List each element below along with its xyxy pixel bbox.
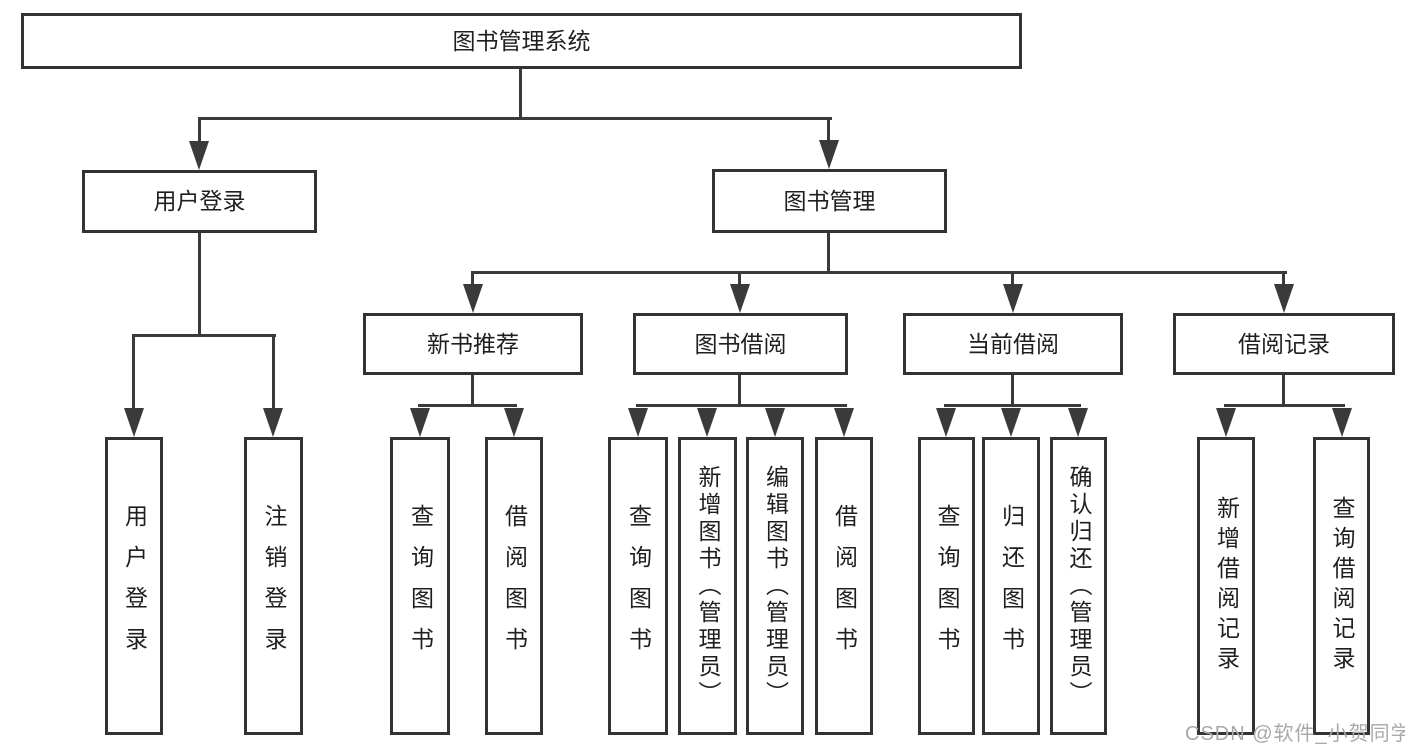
leaf-borrow-book-2: 借阅图书 — [815, 437, 873, 735]
leaf-user-login-label: 用户登录 — [121, 504, 148, 668]
connector-line — [1224, 404, 1345, 407]
arrowhead-icon — [263, 408, 283, 437]
arrowhead-icon — [936, 408, 956, 437]
arrowhead-icon — [730, 284, 750, 313]
leaf-query-book-3-label: 查询图书 — [934, 504, 960, 668]
connector-line — [636, 404, 847, 407]
node-new-book-recommend-label: 新书推荐 — [427, 330, 519, 357]
leaf-return-book: 归还图书 — [982, 437, 1040, 735]
arrowhead-icon — [819, 140, 839, 169]
leaf-borrow-book-1-label: 借阅图书 — [501, 504, 528, 668]
connector-line — [738, 273, 741, 286]
connector-line — [198, 119, 201, 143]
connector-line — [1011, 273, 1014, 286]
leaf-confirm-return-admin: 确认归还（管理员） — [1050, 437, 1107, 735]
leaf-query-book-1: 查询图书 — [390, 437, 450, 735]
arrowhead-icon — [1216, 408, 1236, 437]
arrowhead-icon — [834, 408, 854, 437]
arrowhead-icon — [189, 141, 209, 170]
node-new-book-recommend: 新书推荐 — [363, 313, 583, 375]
connector-line — [738, 375, 741, 406]
arrowhead-icon — [628, 408, 648, 437]
node-user-login: 用户登录 — [82, 170, 317, 233]
node-root-label: 图书管理系统 — [452, 27, 591, 54]
leaf-add-borrow-record: 新增借阅记录 — [1197, 437, 1255, 735]
connector-line — [1282, 375, 1285, 406]
node-book-management-label: 图书管理 — [783, 187, 876, 214]
leaf-borrow-book-1: 借阅图书 — [485, 437, 543, 735]
leaf-query-book-2: 查询图书 — [608, 437, 668, 735]
arrowhead-icon — [124, 408, 144, 437]
csdn-watermark: CSDN @软件_小贺同学 — [1185, 723, 1405, 745]
node-current-borrow-label: 当前借阅 — [967, 330, 1059, 357]
leaf-add-book-admin-label: 新增图书（管理员） — [695, 464, 721, 708]
arrowhead-icon — [1332, 408, 1352, 437]
leaf-query-book-1-label: 查询图书 — [407, 504, 434, 668]
arrowhead-icon — [1001, 408, 1021, 437]
arrowhead-icon — [1068, 408, 1088, 437]
node-borrow-record-label: 借阅记录 — [1238, 330, 1330, 357]
leaf-add-borrow-record-label: 新增借阅记录 — [1213, 496, 1240, 676]
connector-line — [132, 336, 135, 410]
node-root: 图书管理系统 — [21, 13, 1022, 69]
arrowhead-icon — [697, 408, 717, 437]
connector-line — [944, 404, 1081, 407]
connector-line — [272, 336, 275, 410]
connector-line — [471, 271, 1287, 274]
leaf-logout-label: 注销登录 — [261, 504, 287, 668]
arrowhead-icon — [410, 408, 430, 437]
leaf-query-book-3: 查询图书 — [918, 437, 975, 735]
connector-line — [519, 69, 522, 119]
leaf-query-book-2-label: 查询图书 — [625, 504, 652, 668]
connector-line — [471, 375, 474, 407]
node-book-management: 图书管理 — [712, 169, 947, 233]
connector-line — [827, 233, 830, 273]
node-borrow-record: 借阅记录 — [1173, 313, 1395, 375]
leaf-add-book-admin: 新增图书（管理员） — [678, 437, 737, 735]
connector-line — [198, 117, 832, 120]
arrowhead-icon — [1274, 284, 1294, 313]
leaf-borrow-book-2-label: 借阅图书 — [831, 504, 858, 668]
leaf-return-book-label: 归还图书 — [998, 504, 1025, 668]
connector-line — [1011, 375, 1014, 406]
connector-line — [1282, 273, 1285, 286]
arrowhead-icon — [504, 408, 524, 437]
arrowhead-icon — [765, 408, 785, 437]
leaf-confirm-return-admin-label: 确认归还（管理员） — [1066, 464, 1092, 708]
connector-line — [471, 273, 474, 286]
node-book-borrow: 图书借阅 — [633, 313, 848, 375]
leaf-user-login: 用户登录 — [105, 437, 163, 735]
arrowhead-icon — [463, 284, 483, 313]
node-user-login-label: 用户登录 — [153, 188, 246, 214]
leaf-query-borrow-record: 查询借阅记录 — [1313, 437, 1370, 735]
leaf-query-borrow-record-label: 查询借阅记录 — [1329, 496, 1355, 676]
node-current-borrow: 当前借阅 — [903, 313, 1123, 375]
connector-line — [418, 404, 517, 407]
leaf-edit-book-admin-label: 编辑图书（管理员） — [762, 464, 789, 708]
connector-line — [827, 119, 830, 142]
arrowhead-icon — [1003, 284, 1023, 313]
leaf-edit-book-admin: 编辑图书（管理员） — [746, 437, 804, 735]
connector-line — [198, 233, 201, 336]
leaf-logout: 注销登录 — [244, 437, 303, 735]
connector-line — [132, 334, 276, 337]
node-book-borrow-label: 图书借阅 — [694, 330, 787, 357]
